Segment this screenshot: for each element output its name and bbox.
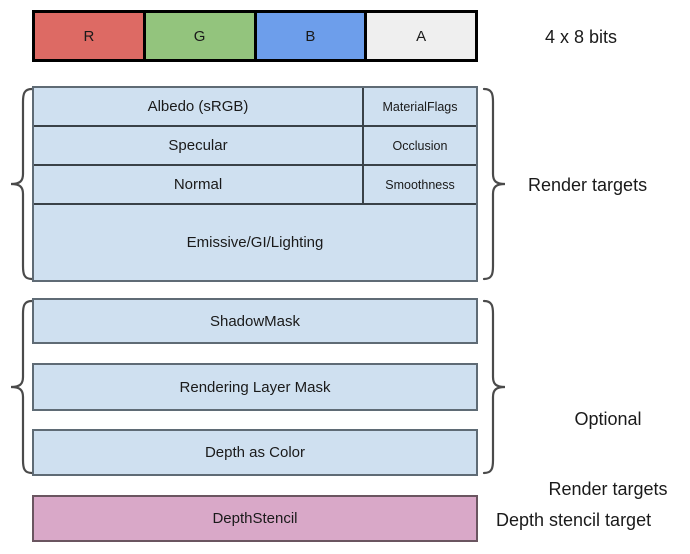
render-targets-caption: Render targets: [528, 175, 648, 195]
render-target-side-label: MaterialFlags: [382, 99, 458, 114]
optional-caption-line-1: Optional: [574, 408, 642, 429]
render-target-main-label: Albedo (sRGB): [147, 98, 249, 115]
render-target-row: Normal Smoothness: [34, 166, 476, 205]
optional-target-box-rendering-layer-mask: Rendering Layer Mask: [32, 363, 478, 411]
optional-target-box-shadowmask: ShadowMask: [32, 298, 478, 344]
render-target-row: Specular Occlusion: [34, 127, 476, 166]
optional-target-label: Rendering Layer Mask: [179, 378, 331, 396]
render-target-side-label: Smoothness: [385, 177, 455, 192]
depth-stencil-label: DepthStencil: [212, 510, 298, 527]
rgba-bits-bar: R G B A: [32, 10, 478, 62]
render-target-full-cell: Emissive/GI/Lighting: [34, 205, 476, 280]
channel-cell-r: R: [35, 13, 146, 59]
render-target-row: Albedo (sRGB) MaterialFlags: [34, 88, 476, 127]
optional-render-targets-right-brace: [482, 299, 506, 475]
render-target-main-cell: Specular: [34, 127, 362, 164]
render-target-full-label: Emissive/GI/Lighting: [186, 234, 324, 251]
render-targets-table: Albedo (sRGB) MaterialFlags Specular Occ…: [32, 86, 478, 282]
channel-cell-a: A: [367, 13, 475, 59]
channel-label-b: B: [305, 27, 316, 45]
optional-render-targets-caption: Optional Render targets: [528, 361, 688, 525]
channel-label-a: A: [416, 27, 427, 45]
render-target-side-cell: Smoothness: [362, 166, 476, 203]
render-target-side-label: Occlusion: [392, 138, 448, 153]
render-targets-left-brace: [10, 87, 34, 281]
bits-caption: 4 x 8 bits: [545, 27, 618, 47]
render-target-main-cell: Albedo (sRGB): [34, 88, 362, 125]
render-target-side-cell: MaterialFlags: [362, 88, 476, 125]
channel-cell-b: B: [256, 13, 368, 59]
optional-render-targets-left-brace: [10, 299, 34, 475]
render-target-main-cell: Normal: [34, 166, 362, 203]
render-targets-right-brace: [482, 87, 506, 281]
channel-label-g: G: [193, 27, 206, 45]
render-target-main-label: Normal: [173, 176, 223, 193]
render-target-row-full: Emissive/GI/Lighting: [34, 205, 476, 280]
optional-target-label: Depth as Color: [204, 444, 306, 461]
depth-stencil-box: DepthStencil: [32, 495, 478, 542]
optional-target-label: ShadowMask: [209, 312, 301, 330]
render-target-side-cell: Occlusion: [362, 127, 476, 164]
channel-cell-g: G: [145, 13, 257, 59]
optional-caption-line-2: Render targets: [548, 478, 668, 499]
optional-target-box-depth-as-color: Depth as Color: [32, 429, 478, 476]
channel-label-r: R: [83, 27, 95, 45]
depth-stencil-caption: Depth stencil target: [496, 510, 652, 530]
render-target-main-label: Specular: [168, 137, 228, 154]
